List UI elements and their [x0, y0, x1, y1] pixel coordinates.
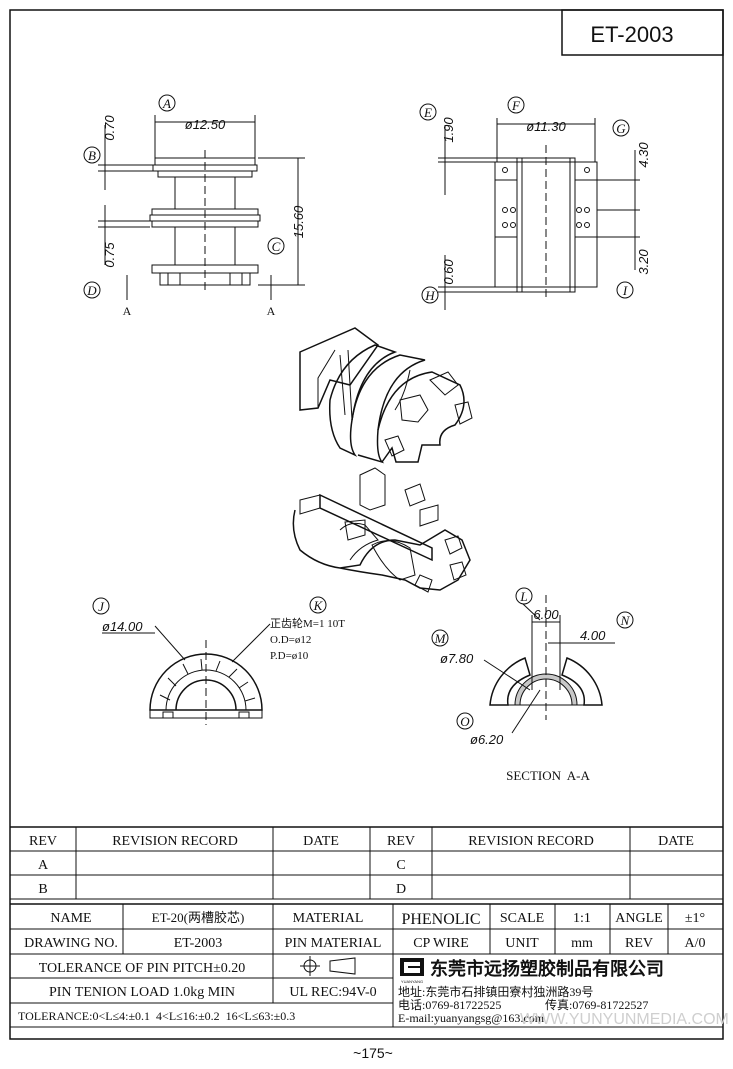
section-mark-right: A — [267, 304, 276, 318]
isometric-upper-half — [299, 327, 473, 464]
callout-c: C — [272, 239, 281, 254]
general-tolerance: TOLERANCE:0<L≤4:±0.1 4<L≤16:±0.2 16<L≤63… — [18, 1009, 295, 1023]
isometric-lower-half — [292, 467, 471, 593]
section-title: SECTION A-A — [506, 768, 590, 783]
side-view — [438, 118, 640, 310]
callout-b: B — [88, 148, 96, 163]
revision-record-header-2: REVISION RECORD — [468, 834, 594, 849]
ul-rating: UL REC:94V-0 — [289, 985, 376, 1000]
pin-tension-load: PIN TENION LOAD 1.0kg MIN — [49, 985, 235, 1000]
company-address: 地址:东莞市石排镇田寮村独洲路39号 — [398, 984, 593, 999]
dim-e: 1.90 — [441, 117, 456, 143]
drawing-no-value: ET-2003 — [174, 936, 222, 951]
callout-n: N — [620, 613, 631, 628]
pin-material-value: CP WIRE — [413, 936, 469, 951]
unit-label: UNIT — [505, 936, 539, 951]
company-phone: 电话:0769-81722525 — [398, 998, 501, 1012]
date-header-2: DATE — [658, 834, 694, 849]
dim-m: ø7.80 — [440, 651, 474, 666]
callout-d: D — [86, 283, 97, 298]
callout-k: K — [313, 598, 324, 613]
rev-b: B — [38, 882, 47, 897]
callout-e: E — [423, 105, 432, 120]
callout-f: F — [511, 98, 521, 113]
drawing-code: ET-2003 — [590, 22, 673, 47]
drawing-no-label: DRAWING NO. — [24, 936, 118, 951]
dim-i: 3.20 — [636, 249, 651, 275]
material-value: PHENOLIC — [401, 911, 480, 928]
revision-table — [10, 826, 723, 900]
scale-label: SCALE — [500, 911, 544, 926]
date-header-1: DATE — [303, 834, 339, 849]
callout-i: I — [622, 283, 628, 298]
gear-note-3: P.D=ø10 — [270, 650, 309, 662]
dim-d: 0.75 — [102, 242, 117, 268]
rev-header-2: REV — [387, 834, 415, 849]
gear-note-2: O.D=ø12 — [270, 634, 311, 646]
name-value: ET-20(两槽胶芯) — [152, 910, 245, 925]
section-mark-left: A — [123, 304, 132, 318]
section-view — [483, 595, 615, 734]
revision-record-header-1: REVISION RECORD — [112, 834, 238, 849]
callout-m: M — [434, 631, 447, 646]
callout-o: O — [460, 714, 470, 729]
callout-a: A — [162, 96, 171, 111]
dim-c: 15.60 — [291, 205, 306, 238]
company-fax: 传真:0769-81722527 — [545, 997, 648, 1012]
angle-label: ANGLE — [615, 911, 662, 926]
watermark: WWW.YUNYUNMEDIA.COM — [520, 1011, 729, 1028]
scale-value: 1:1 — [573, 911, 591, 926]
page-number: ~175~ — [353, 1045, 393, 1061]
name-label: NAME — [50, 911, 91, 926]
callout-j: J — [98, 599, 105, 614]
material-label: MATERIAL — [293, 911, 364, 926]
dim-h: 0.60 — [441, 259, 456, 285]
dim-j: ø14.00 — [102, 619, 143, 634]
rev-label: REV — [625, 936, 653, 951]
callout-l: L — [519, 589, 527, 604]
dim-l: 6.00 — [533, 607, 559, 622]
rev-d: D — [396, 882, 406, 897]
angle-value: ±1° — [685, 911, 705, 926]
rev-a: A — [38, 858, 49, 873]
title-block — [10, 903, 723, 1028]
pin-material-label: PIN MATERIAL — [285, 936, 382, 951]
rev-value: A/0 — [685, 936, 706, 951]
gear-view — [149, 623, 271, 725]
front-view — [98, 115, 305, 300]
dim-n: 4.00 — [580, 628, 606, 643]
gear-note-1: 正齿轮M=1 10T — [270, 616, 345, 630]
dim-g: 4.30 — [636, 142, 651, 168]
callout-h: H — [424, 288, 435, 303]
rev-header-1: REV — [29, 834, 57, 849]
sheet-border — [9, 9, 724, 1040]
company-logo: YUANYANG — [401, 979, 423, 984]
pin-pitch-tolerance: TOLERANCE OF PIN PITCH±0.20 — [39, 961, 246, 976]
dim-o: ø6.20 — [470, 732, 504, 747]
callout-g: G — [616, 121, 626, 136]
company-name: 东莞市远扬塑胶制品有限公司 — [430, 958, 664, 979]
company-email: E-mail:yuanyangsg@163.com — [398, 1011, 545, 1025]
dim-f: ø11.30 — [526, 119, 566, 134]
rev-c: C — [396, 858, 405, 873]
dim-b: 0.70 — [102, 115, 117, 141]
unit-value: mm — [571, 936, 593, 951]
dim-a: ø12.50 — [185, 117, 226, 132]
drawing-code-box — [561, 9, 724, 56]
